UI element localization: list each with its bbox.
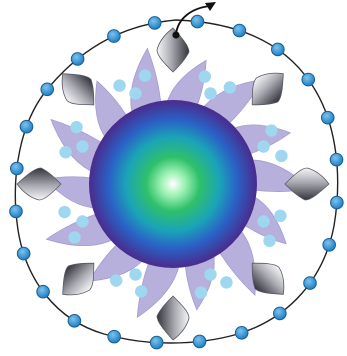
ring-dot [37,285,50,298]
inner-dot [220,276,232,288]
inner-dot [129,87,141,99]
inner-dot [275,150,287,162]
diamond-body [17,168,61,200]
arrow-origin-dot [172,31,179,38]
inner-dot [257,140,269,152]
ring-dot [11,162,24,175]
ring-dot [68,315,81,328]
inner-dot [224,81,236,93]
shaded-diamond [157,296,189,340]
inner-dot [76,140,88,152]
ring-dot [235,327,248,340]
inner-dot [204,87,216,99]
inner-dot [257,215,269,227]
inner-dot [274,210,286,222]
ring-dot [71,53,84,66]
ring-dot [274,307,287,320]
gradient-core-sphere [89,100,257,268]
ring-dot [41,83,54,96]
ring-dot [148,17,161,30]
ring-dot [191,15,204,28]
ring-dot [193,335,206,348]
inner-dot [135,285,147,297]
shaded-diamond [17,168,61,200]
shaded-diamond [285,168,329,200]
diamond-body [157,296,189,340]
inner-dot [58,206,70,218]
ring-dot [108,30,121,43]
inner-dot [68,231,80,243]
inner-dot [70,121,82,133]
ring-dot [304,277,317,290]
ring-dot [150,336,163,349]
ring-dot [321,111,334,124]
diamond-body [285,168,329,200]
inner-dot [129,268,141,280]
inner-dot [76,215,88,227]
ring-dot [323,238,336,251]
ring-dot [20,120,33,133]
inner-dot [110,274,122,286]
ring-dot [10,205,23,218]
ring-dot [302,73,315,86]
ring-dot [17,247,30,260]
inner-dot [195,286,207,298]
ring-dot [108,330,121,343]
inner-dot [265,124,277,136]
inner-dot [139,69,151,81]
ring-dot [272,43,285,56]
ring-dot [330,153,343,166]
ring-dot [331,196,344,209]
ring-dot [233,24,246,37]
inner-dot [113,79,125,91]
inner-dot [199,70,211,82]
inner-dot [263,235,275,247]
inner-dot [204,268,216,280]
inner-dot [59,146,71,158]
